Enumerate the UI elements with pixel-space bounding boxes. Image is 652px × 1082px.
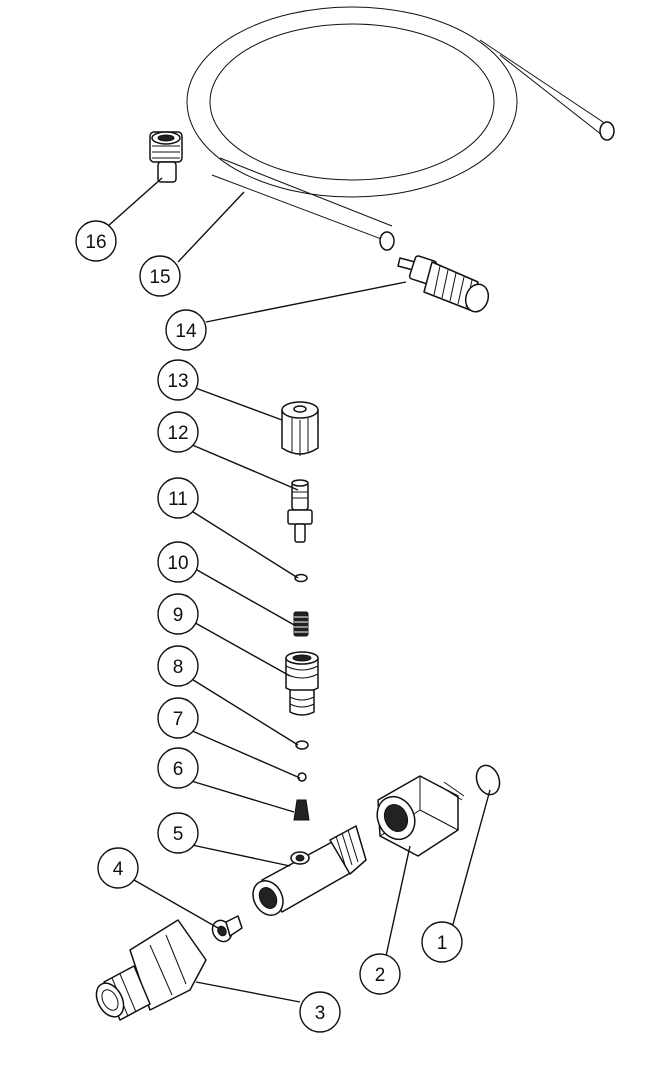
callout-9: 9	[157, 593, 199, 635]
svg-text:4: 4	[113, 859, 124, 880]
svg-text:1: 1	[437, 933, 448, 954]
callout-10: 10	[157, 541, 199, 583]
part-6-seat	[293, 799, 310, 821]
part-8-o-ring	[295, 740, 309, 750]
callout-1: 1	[421, 921, 463, 963]
part-16-connector	[149, 131, 183, 183]
callout-4: 4	[97, 847, 139, 889]
callout-5: 5	[157, 812, 199, 854]
callout-3: 3	[299, 991, 341, 1033]
part-1-washer	[475, 764, 501, 796]
svg-text:15: 15	[149, 267, 170, 288]
callout-16: 16	[75, 220, 117, 262]
part-5-tee-body	[252, 825, 367, 916]
part-11-o-ring	[294, 573, 308, 583]
part-14-strainer	[397, 255, 490, 313]
part-13-cap-nut	[281, 401, 319, 456]
callout-12: 12	[157, 411, 199, 453]
svg-text:11: 11	[168, 489, 188, 510]
callout-2: 2	[359, 953, 401, 995]
leader-lines	[107, 177, 491, 1003]
svg-text:9: 9	[173, 605, 184, 626]
part-2-nut	[376, 775, 465, 857]
svg-text:2: 2	[375, 965, 386, 986]
svg-text:14: 14	[175, 321, 197, 342]
svg-text:10: 10	[167, 553, 188, 574]
callout-13: 13	[157, 359, 199, 401]
part-4-screw	[211, 915, 243, 943]
callout-14: 14	[165, 309, 207, 351]
svg-text:7: 7	[173, 709, 184, 730]
callout-8: 8	[157, 645, 199, 687]
callout-7: 7	[157, 697, 199, 739]
callout-11: 11	[157, 477, 199, 519]
part-15-tube	[186, 6, 615, 251]
callout-15: 15	[139, 255, 181, 297]
svg-text:16: 16	[85, 232, 106, 253]
svg-text:3: 3	[315, 1003, 326, 1024]
part-12-valve	[287, 479, 313, 543]
part-10-spring	[293, 611, 309, 637]
part-3-adapter	[95, 919, 207, 1021]
svg-text:5: 5	[173, 824, 184, 845]
svg-text:6: 6	[173, 759, 184, 780]
svg-text:8: 8	[173, 657, 184, 678]
part-9-fitting	[285, 651, 319, 716]
svg-text:13: 13	[167, 371, 188, 392]
svg-text:12: 12	[167, 423, 188, 444]
callout-6: 6	[157, 747, 199, 789]
